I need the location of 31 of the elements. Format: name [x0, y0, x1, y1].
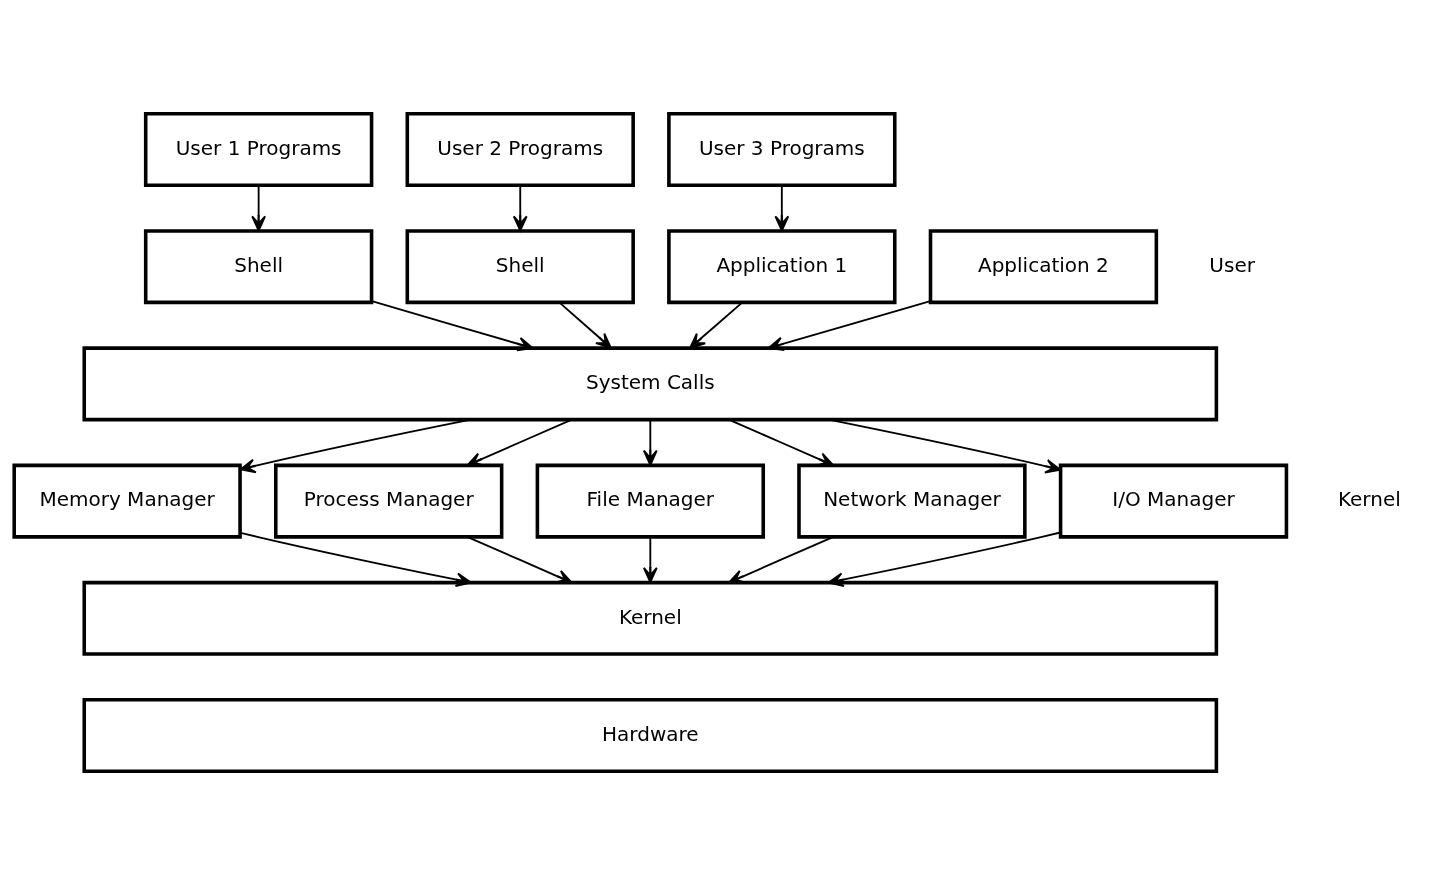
node-box: File Manager: [535, 463, 766, 539]
arrow: [239, 418, 472, 473]
node-box: User 3 Programs: [667, 111, 897, 187]
arrow: [558, 301, 612, 349]
node-box: Hardware: [82, 697, 1219, 773]
arrow: [727, 418, 834, 466]
node-box: Application 1: [667, 228, 897, 304]
arrow: [767, 299, 932, 351]
arrow: [466, 418, 573, 466]
arrow: [466, 535, 573, 583]
arrow: [642, 418, 658, 466]
node-box: Kernel: [82, 580, 1219, 656]
node-box: Network Manager: [797, 463, 1027, 539]
node-box: Application 2: [928, 228, 1159, 304]
node-box: User 1 Programs: [143, 111, 374, 187]
label: User: [1209, 252, 1255, 277]
node-box: User 2 Programs: [405, 111, 635, 187]
label: Kernel: [1337, 486, 1401, 511]
arrow: [689, 301, 744, 349]
arrow: [239, 531, 472, 587]
arrow: [728, 535, 835, 583]
node-box: I/O Manager: [1058, 463, 1289, 539]
node-box: System Calls: [82, 345, 1219, 421]
node-box: Shell: [143, 228, 374, 304]
node-box: Shell: [405, 228, 635, 304]
arrow: [827, 531, 1062, 587]
arrow: [827, 418, 1062, 474]
node-box: Memory Manager: [12, 463, 242, 539]
node-box: Process Manager: [274, 463, 504, 539]
arrow: [371, 299, 534, 351]
arrow: [642, 535, 658, 583]
